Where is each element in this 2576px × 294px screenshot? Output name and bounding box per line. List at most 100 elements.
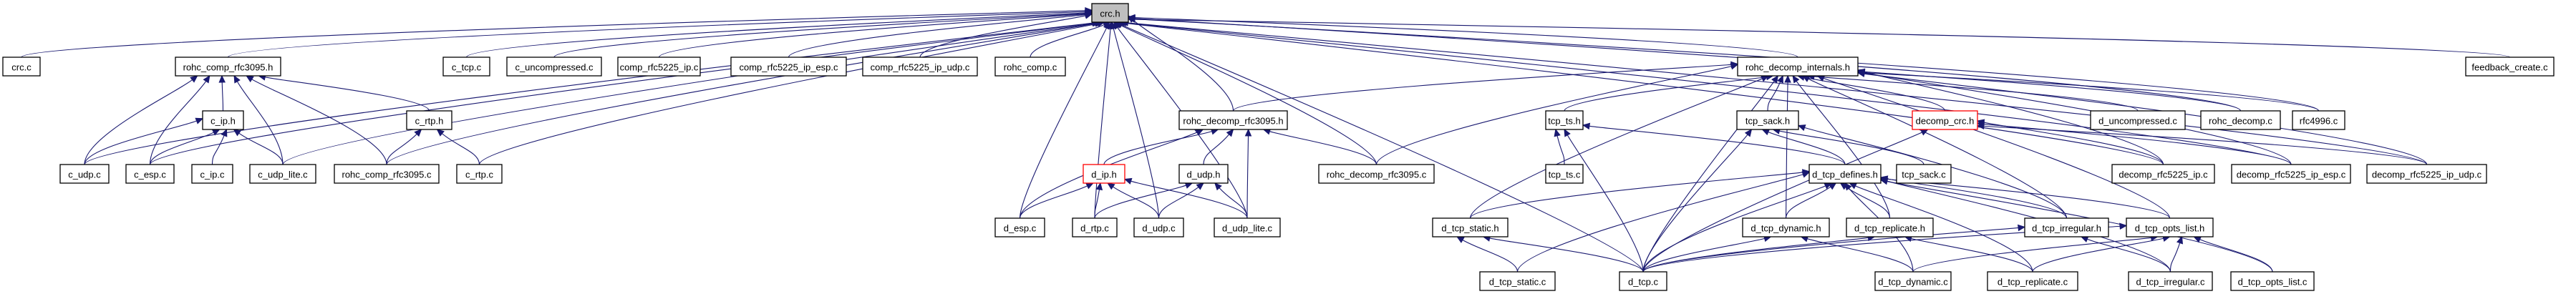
node-box[interactable] [442, 57, 490, 77]
node-d-tcp-dynamic-h[interactable]: d_tcp_dynamic.h [1742, 217, 1830, 237]
node-box[interactable] [2231, 164, 2351, 184]
node-box[interactable] [2230, 271, 2315, 291]
node-box[interactable] [1432, 217, 1509, 237]
node-box[interactable] [1987, 271, 2078, 291]
node-box[interactable] [59, 164, 110, 184]
node-comp-rfc5225-ip-udp-c[interactable]: comp_rfc5225_ip_udp.c [862, 57, 978, 77]
node-comp-rfc5225-ip-esp-c[interactable]: comp_rfc5225_ip_esp.c [730, 57, 847, 77]
node-rfc4996-c[interactable]: rfc4996.c [2292, 110, 2345, 130]
node-d-tcp-dynamic-c[interactable]: d_tcp_dynamic.c [1874, 271, 1952, 291]
node-c-uncompressed-c[interactable]: c_uncompressed.c [506, 57, 602, 77]
node-d-tcp-defines-h[interactable]: d_tcp_defines.h [1808, 164, 1882, 184]
node-rohc-decomp-internals-h[interactable]: rohc_decomp_internals.h [1737, 57, 1859, 77]
node-box[interactable] [1545, 110, 1584, 130]
node-c-tcp-c[interactable]: c_tcp.c [442, 57, 490, 77]
node-box[interactable] [1808, 164, 1882, 184]
node-c-udp-c[interactable]: c_udp.c [59, 164, 110, 184]
node-d-tcp-irregular-h[interactable]: d_tcp_irregular.h [2024, 217, 2109, 237]
node-d-tcp-irregular-c[interactable]: d_tcp_irregular.c [2128, 271, 2213, 291]
node-d-esp-c[interactable]: d_esp.c [994, 217, 1045, 237]
node-box[interactable] [1214, 217, 1281, 237]
node-box[interactable] [249, 164, 316, 184]
node-box[interactable] [1912, 110, 1978, 130]
node-d-tcp-static-c[interactable]: d_tcp_static.c [1479, 271, 1556, 291]
node-box[interactable] [406, 110, 452, 130]
node-box[interactable] [125, 164, 175, 184]
node-box[interactable] [2128, 271, 2213, 291]
node-box[interactable] [1083, 164, 1125, 184]
node-feedback-create-c[interactable]: feedback_create.c [2465, 57, 2555, 77]
node-box[interactable] [1874, 271, 1952, 291]
node-d-tcp-replicate-h[interactable]: d_tcp_replicate.h [1846, 217, 1934, 237]
node-d-rtp-c[interactable]: d_rtp.c [1072, 217, 1118, 237]
node-d-tcp-opts-list-h[interactable]: d_tcp_opts_list.h [2126, 217, 2214, 237]
node-box[interactable] [2024, 217, 2109, 237]
node-box[interactable] [1545, 164, 1584, 184]
node-box[interactable] [994, 217, 1045, 237]
node-box[interactable] [456, 164, 503, 184]
node-box[interactable] [617, 57, 701, 77]
node-box[interactable] [2200, 110, 2281, 130]
node-rohc-comp-c[interactable]: rohc_comp.c [994, 57, 1066, 77]
node-box[interactable] [2, 57, 41, 77]
node-box[interactable] [2090, 110, 2186, 130]
node-box[interactable] [1133, 217, 1184, 237]
node-box[interactable] [191, 164, 233, 184]
node-box[interactable] [1619, 271, 1667, 291]
node-d-tcp-opts-list-c[interactable]: d_tcp_opts_list.c [2230, 271, 2315, 291]
node-d-tcp-c[interactable]: d_tcp.c [1619, 271, 1667, 291]
node-box[interactable] [506, 57, 602, 77]
node-decomp-crc-h[interactable]: decomp_crc.h [1912, 110, 1978, 130]
node-box[interactable] [1896, 164, 1952, 184]
node-rohc-decomp-rfc3095-h[interactable]: rohc_decomp_rfc3095.h [1178, 110, 1288, 130]
node-box[interactable] [1479, 271, 1556, 291]
node-box[interactable] [2111, 164, 2215, 184]
node-rohc-comp-rfc3095-c[interactable]: rohc_comp_rfc3095.c [334, 164, 440, 184]
node-box[interactable] [334, 164, 440, 184]
node-box[interactable] [994, 57, 1066, 77]
node-c-ip-c[interactable]: c_ip.c [191, 164, 233, 184]
node-box[interactable] [2465, 57, 2555, 77]
node-d-tcp-static-h[interactable]: d_tcp_static.h [1432, 217, 1509, 237]
node-c-udp-lite-c[interactable]: c_udp_lite.c [249, 164, 316, 184]
node-c-ip-h[interactable]: c_ip.h [202, 110, 244, 130]
node-crc-h[interactable]: crc.h [1091, 3, 1129, 23]
node-d-udp-h[interactable]: d_udp.h [1178, 164, 1229, 184]
node-box[interactable] [1318, 164, 1435, 184]
node-d-uncompressed-c[interactable]: d_uncompressed.c [2090, 110, 2186, 130]
node-box[interactable] [1742, 217, 1830, 237]
node-d-tcp-replicate-c[interactable]: d_tcp_replicate.c [1987, 271, 2078, 291]
node-comp-rfc5225-ip-c[interactable]: comp_rfc5225_ip.c [617, 57, 701, 77]
node-box[interactable] [1178, 164, 1229, 184]
node-rohc-decomp-rfc3095-c[interactable]: rohc_decomp_rfc3095.c [1318, 164, 1435, 184]
node-crc-c[interactable]: crc.c [2, 57, 41, 77]
node-rohc-comp-rfc3095-h[interactable]: rohc_comp_rfc3095.h [175, 57, 281, 77]
node-c-esp-c[interactable]: c_esp.c [125, 164, 175, 184]
node-box[interactable] [2366, 164, 2487, 184]
node-tcp-ts-c[interactable]: tcp_ts.c [1545, 164, 1584, 184]
node-d-udp-lite-c[interactable]: d_udp_lite.c [1214, 217, 1281, 237]
node-d-ip-h[interactable]: d_ip.h [1083, 164, 1125, 184]
node-box[interactable] [175, 57, 281, 77]
node-c-rtp-c[interactable]: c_rtp.c [456, 164, 503, 184]
node-d-udp-c[interactable]: d_udp.c [1133, 217, 1184, 237]
node-box[interactable] [1846, 217, 1934, 237]
node-decomp-rfc5225-ip-c[interactable]: decomp_rfc5225_ip.c [2111, 164, 2215, 184]
node-box[interactable] [1178, 110, 1288, 130]
node-rohc-decomp-c[interactable]: rohc_decomp.c [2200, 110, 2281, 130]
node-box[interactable] [202, 110, 244, 130]
node-box[interactable] [862, 57, 978, 77]
node-box[interactable] [2126, 217, 2214, 237]
node-c-rtp-h[interactable]: c_rtp.h [406, 110, 452, 130]
node-box[interactable] [2292, 110, 2345, 130]
node-box[interactable] [1091, 3, 1129, 23]
node-box[interactable] [1072, 217, 1118, 237]
node-decomp-rfc5225-ip-udp-c[interactable]: decomp_rfc5225_ip_udp.c [2366, 164, 2487, 184]
node-box[interactable] [730, 57, 847, 77]
node-box[interactable] [1736, 110, 1799, 130]
node-decomp-rfc5225-ip-esp-c[interactable]: decomp_rfc5225_ip_esp.c [2231, 164, 2351, 184]
node-box[interactable] [1737, 57, 1859, 77]
node-tcp-sack-h[interactable]: tcp_sack.h [1736, 110, 1799, 130]
node-tcp-sack-c[interactable]: tcp_sack.c [1896, 164, 1952, 184]
node-tcp-ts-h[interactable]: tcp_ts.h [1545, 110, 1584, 130]
